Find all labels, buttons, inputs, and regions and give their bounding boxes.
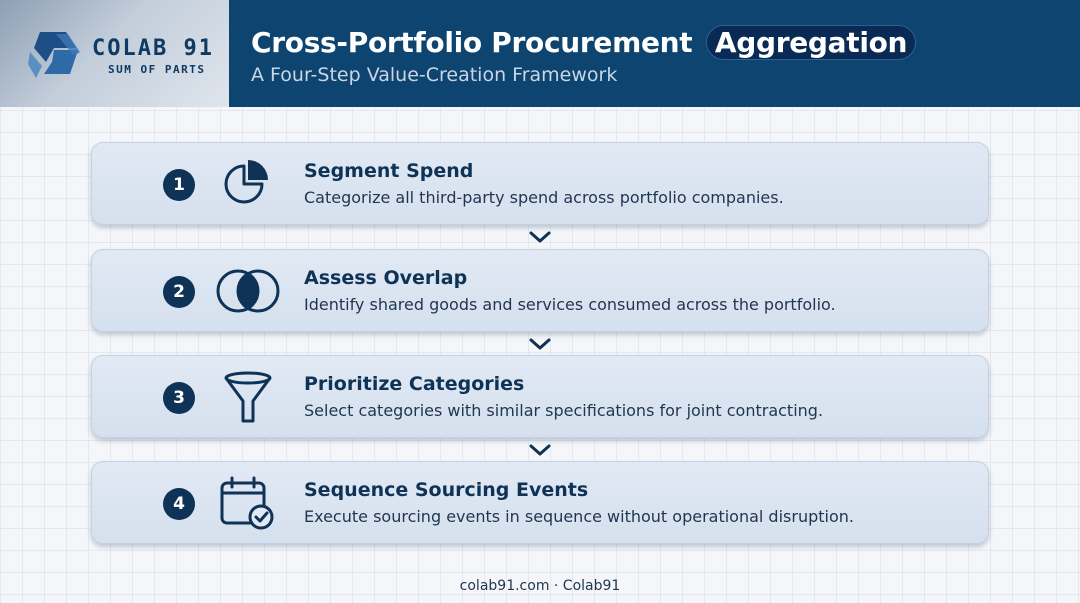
pie-chart-icon: [224, 160, 268, 204]
step-card-3: 3 Prioritize Categories Select categorie…: [91, 355, 989, 438]
logo-panel: COLAB 91 SUM OF PARTS: [0, 0, 229, 107]
step-number-badge: 1: [163, 169, 195, 201]
title-main: Cross-Portfolio Procurement: [251, 26, 693, 59]
step-description: Categorize all third-party spend across …: [304, 188, 784, 207]
step-number-badge: 3: [163, 382, 195, 414]
step-title: Segment Spend: [304, 160, 474, 182]
step-card-4: 4 Sequence Sourcing Events Execute sourc…: [91, 461, 989, 544]
footer-text: colab91.com · Colab91: [459, 578, 621, 594]
step-number-badge: 4: [163, 488, 195, 520]
chevron-down-icon: [529, 444, 551, 456]
step-description: Select categories with similar specifica…: [304, 401, 824, 420]
page-subtitle: A Four-Step Value-Creation Framework: [251, 64, 618, 86]
page-title: Cross-Portfolio Procurement Aggregation: [251, 25, 917, 60]
calendar-check-icon: [220, 476, 274, 530]
step-card-2: 2 Assess Overlap Identify shared goods a…: [91, 249, 989, 332]
step-card-1: 1 Segment Spend Categorize all third-par…: [91, 142, 989, 225]
step-title: Sequence Sourcing Events: [304, 479, 589, 501]
step-description: Identify shared goods and services consu…: [304, 295, 836, 314]
venn-overlap-icon: [216, 269, 280, 313]
header-bar: COLAB 91 SUM OF PARTS Cross-Portfolio Pr…: [0, 0, 1080, 107]
title-highlight: Aggregation: [705, 25, 917, 60]
funnel-icon: [224, 371, 272, 423]
chevron-down-icon: [529, 231, 551, 243]
step-title: Assess Overlap: [304, 267, 468, 289]
step-number-badge: 2: [163, 276, 195, 308]
step-title: Prioritize Categories: [304, 373, 525, 395]
brand-tagline: SUM OF PARTS: [108, 63, 206, 76]
logo-mark-icon: [28, 32, 80, 78]
chevron-down-icon: [529, 338, 551, 350]
step-description: Execute sourcing events in sequence with…: [304, 507, 854, 526]
brand-name: COLAB 91: [92, 36, 214, 61]
